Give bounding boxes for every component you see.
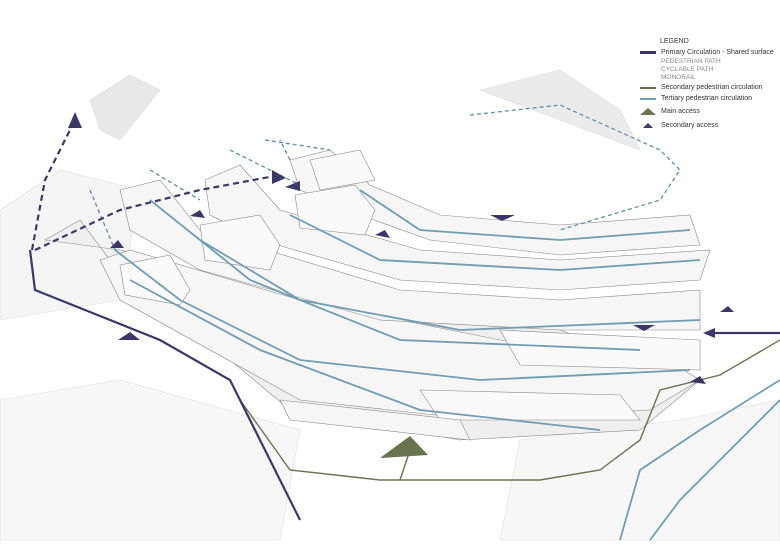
legend-cyclable-path: CYCLABLE PATH xyxy=(661,66,714,73)
buildings xyxy=(44,149,711,441)
secondary-access-icon xyxy=(633,325,655,331)
legend: LEGEND Primary Circulation - Shared surf… xyxy=(640,38,774,132)
secondary-access-icon xyxy=(690,376,706,384)
secondary-access-icon xyxy=(643,122,653,128)
legend-tertiary-label: Tertiary pedestrian circulation xyxy=(661,95,753,102)
legend-monorail: MONORAIL xyxy=(661,74,696,81)
legend-title: LEGEND xyxy=(660,38,689,45)
main-access-icon xyxy=(380,436,428,458)
access-markers xyxy=(68,112,734,458)
secondary-access-icon xyxy=(190,210,205,218)
secondary-access-icon xyxy=(118,332,140,340)
main-access-icon xyxy=(640,107,656,115)
arrow-head-icon xyxy=(68,112,82,128)
legend-main-access: Main access xyxy=(640,104,774,118)
legend-secondary-label: Secondary pedestrian circulation xyxy=(661,84,763,91)
primary-swatch xyxy=(640,51,656,54)
primary-circulation xyxy=(28,249,780,521)
arrow-head-icon xyxy=(703,328,715,338)
legend-main-access-label: Main access xyxy=(661,107,700,115)
tertiary-swatch xyxy=(640,97,656,100)
legend-primary-label: Primary Circulation - Shared surface xyxy=(661,49,774,56)
legend-secondary-access: Secondary access xyxy=(640,118,774,132)
primary-dashed xyxy=(30,119,281,251)
legend-secondary: Secondary pedestrian circulation xyxy=(640,82,774,93)
tertiary-dashed xyxy=(89,104,681,251)
secondary-access-icon xyxy=(375,230,390,238)
secondary-access-icon xyxy=(110,240,124,248)
secondary-access-icon xyxy=(285,181,300,191)
legend-pedestrian-path: PEDESTRIAN PATH xyxy=(661,58,721,65)
legend-secondary-access-label: Secondary access xyxy=(661,121,719,129)
secondary-access-icon xyxy=(720,306,734,312)
secondary-access-icon xyxy=(490,215,515,221)
tertiary-circulation xyxy=(114,189,780,541)
legend-tertiary: Tertiary pedestrian circulation xyxy=(640,93,774,104)
secondary-swatch xyxy=(640,86,656,89)
arrow-head-icon xyxy=(272,170,286,184)
legend-primary: Primary Circulation - Shared surface xyxy=(640,47,774,58)
